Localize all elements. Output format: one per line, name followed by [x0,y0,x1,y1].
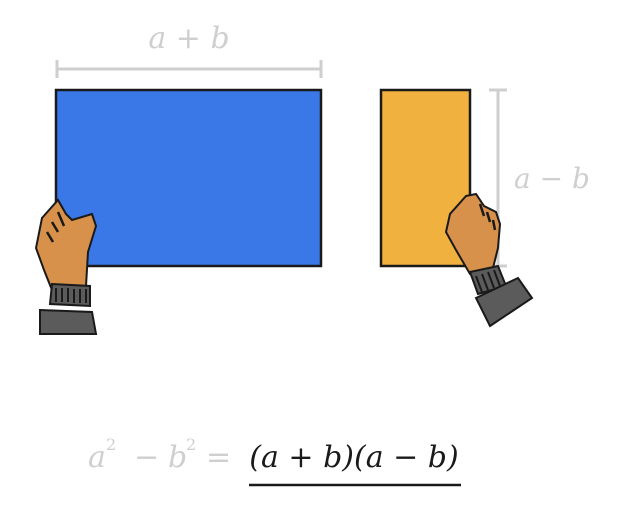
width-dimension-bracket [55,60,323,78]
equation-equals: = [206,440,231,475]
equation: a 2 − b 2 = (a + b)(a − b) [88,435,461,487]
equation-rhs: (a + b)(a − b) [249,440,458,475]
height-label: a − b [514,162,590,195]
blue-rectangle [54,88,323,268]
equation-lhs-b-exponent: 2 [186,435,196,454]
equation-lhs-b: b [168,440,187,475]
equation-minus: − [134,440,159,475]
equation-lhs-a-exponent: 2 [106,435,116,454]
left-hand-icon [34,198,98,335]
equation-lhs-a: a [88,440,106,475]
width-label: a + b [148,21,229,56]
right-hand-icon [444,192,534,328]
